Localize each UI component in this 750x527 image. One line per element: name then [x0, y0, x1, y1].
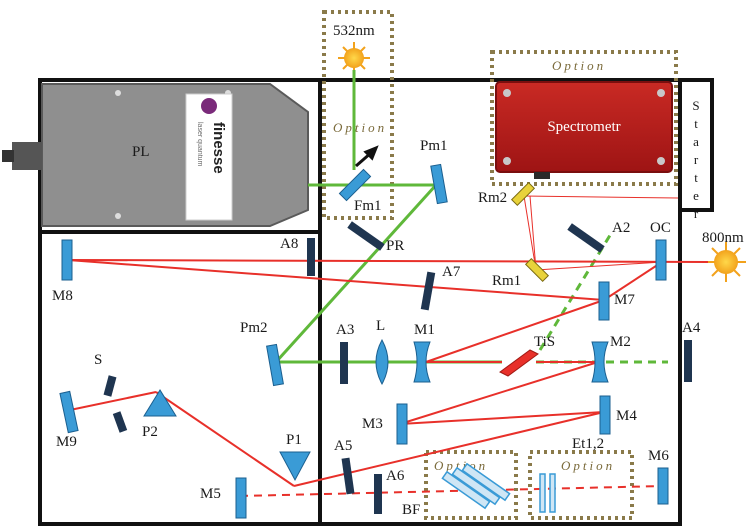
prism-P1 — [280, 452, 310, 480]
aperture-A4 — [684, 340, 692, 382]
lens-L — [376, 340, 388, 384]
label-OC: OC — [650, 220, 671, 236]
pump-laser-port-tip — [2, 150, 14, 162]
aperture-A3 — [340, 342, 348, 384]
source-532-label: 532nm — [333, 23, 375, 39]
slit-S-lower — [113, 411, 127, 433]
spectrometer-screw — [657, 157, 665, 165]
spectrometer-screw — [657, 89, 665, 97]
label-M3: M3 — [362, 416, 383, 432]
label-Pm2: Pm2 — [240, 320, 268, 336]
mirror-M9 — [60, 391, 78, 432]
label-A6: A6 — [386, 468, 405, 484]
spectrometer-label: Spectrometr — [547, 119, 620, 135]
label-Rm2: Rm2 — [478, 190, 507, 206]
pump-laser-label: PL — [132, 144, 150, 160]
label-A3: A3 — [336, 322, 354, 338]
label-P1: P1 — [286, 432, 302, 448]
polarization-rotator-PR — [347, 221, 384, 250]
label-M6: M6 — [648, 448, 669, 464]
starter: Starter — [689, 98, 704, 224]
mirror-M5 — [236, 478, 246, 518]
aperture-A2 — [567, 223, 604, 252]
label-Pm1: Pm1 — [420, 138, 448, 154]
label-M5: M5 — [200, 486, 221, 502]
label-TiS: TiS — [534, 334, 555, 350]
spectrometer-screw — [503, 157, 511, 165]
pump-laser-body — [42, 84, 308, 226]
label-A5: A5 — [334, 438, 352, 454]
brand-name: finesse — [210, 122, 227, 174]
label-M7: M7 — [614, 292, 635, 308]
spectrometer-input-port — [534, 172, 550, 179]
label-BF: BF — [402, 502, 420, 518]
label-M9: M9 — [56, 434, 77, 450]
option-label-532: Option — [333, 120, 387, 135]
option-label-etalon: Option — [561, 458, 615, 473]
spectrometer-screw — [503, 89, 511, 97]
pump-laser-screw — [115, 90, 121, 96]
mirror-Pm2 — [267, 344, 284, 385]
label-Et: Et1,2 — [572, 436, 604, 452]
spectrometer: Spectrometr — [496, 82, 672, 179]
output-800-label: 800nm — [702, 230, 744, 246]
pump-laser-port — [12, 142, 42, 170]
mirror-OC — [656, 240, 666, 280]
sun-icon-532 — [338, 42, 370, 74]
sun-icon-800 — [706, 242, 746, 282]
label-Fm1: Fm1 — [354, 198, 382, 214]
crystal-TiS — [500, 350, 538, 376]
label-PR: PR — [386, 238, 404, 254]
mirror-M8 — [62, 240, 72, 280]
aperture-A5 — [342, 458, 355, 495]
label-M2: M2 — [610, 334, 631, 350]
aperture-A8 — [307, 238, 315, 276]
label-A2: A2 — [612, 220, 630, 236]
label-P2: P2 — [142, 424, 158, 440]
brand-logo-icon — [201, 98, 217, 114]
pump-laser-screw — [115, 213, 121, 219]
mirror-M3 — [397, 404, 407, 444]
slit-S-upper — [104, 375, 117, 396]
etalons — [540, 474, 555, 512]
option-label-spectrometer: Option — [552, 58, 606, 73]
label-A7: A7 — [442, 264, 461, 280]
label-M4: M4 — [616, 408, 637, 424]
mirror-M7 — [599, 282, 609, 320]
label-Rm1: Rm1 — [492, 273, 521, 289]
pump-laser: finesse laser quantum PL — [2, 84, 308, 226]
label-A8: A8 — [280, 236, 298, 252]
mirror-M6 — [658, 468, 668, 504]
mirror-M4 — [600, 396, 610, 434]
label-A4: A4 — [682, 320, 701, 336]
label-M8: M8 — [52, 288, 73, 304]
label-M1: M1 — [414, 322, 435, 338]
brand-subtitle: laser quantum — [196, 122, 203, 167]
aperture-A7 — [421, 272, 435, 311]
aperture-A6 — [374, 474, 382, 514]
label-S: S — [94, 352, 102, 368]
starter-label: Starter — [689, 98, 704, 224]
flip-arrow-icon — [356, 148, 376, 166]
label-L: L — [376, 318, 385, 334]
